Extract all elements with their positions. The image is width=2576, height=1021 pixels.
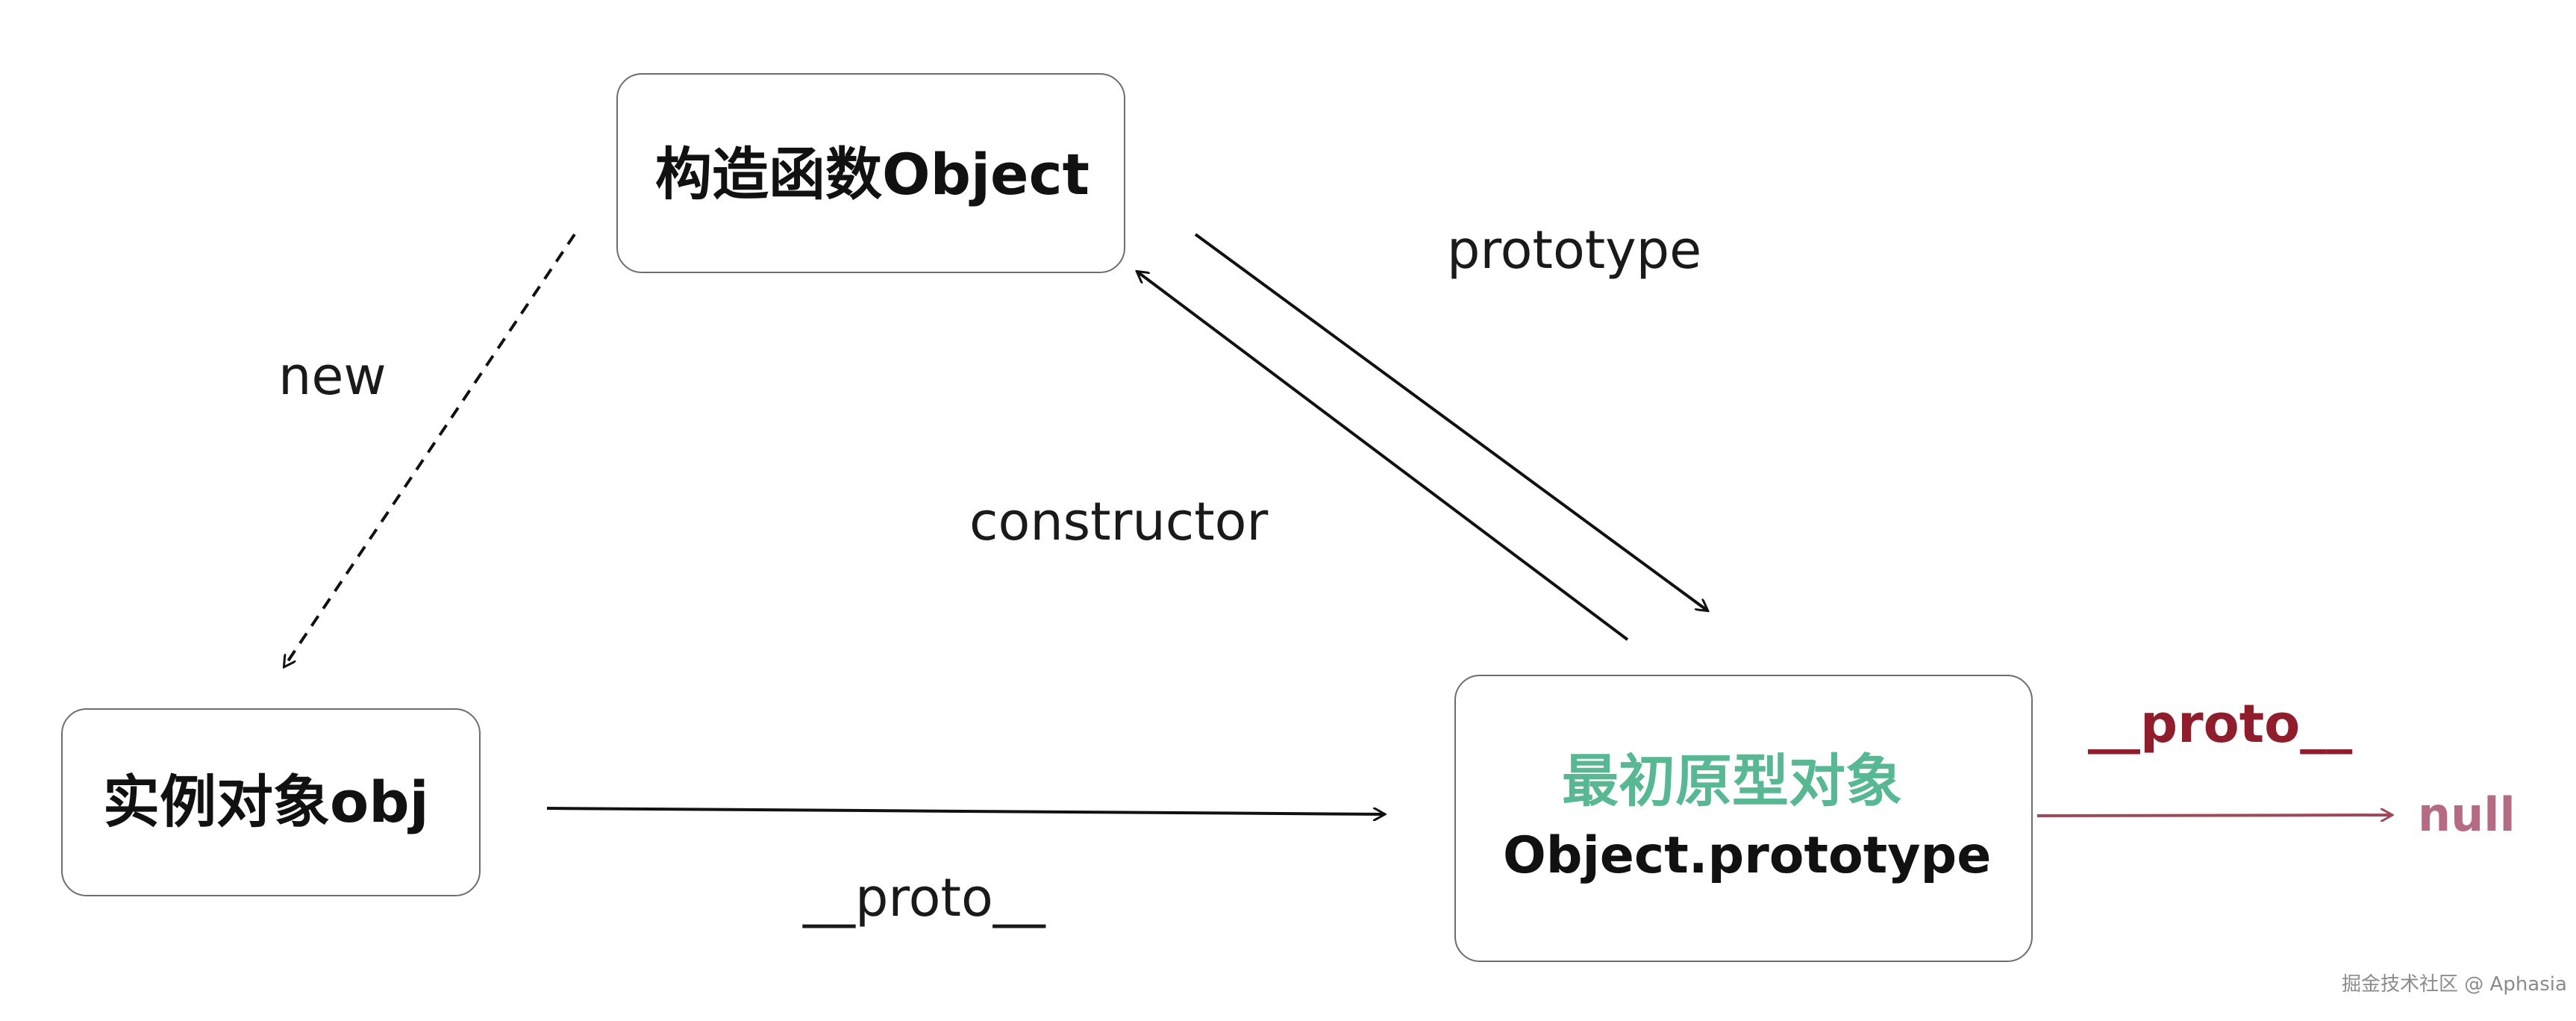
instance-obj-node (61, 708, 481, 896)
obj-proto-edge-label: __proto__ (803, 867, 1045, 928)
constructor-arrow (1137, 272, 1629, 641)
constructor-object-label: 构造函数Object (655, 141, 1090, 207)
constructor-edge-label: constructor (969, 491, 1269, 552)
constructor-object-node (616, 73, 1125, 273)
new-edge-label: new (278, 346, 387, 407)
original-prototype-node (1454, 675, 2033, 962)
watermark-text: 掘金技术社区 @ Aphasia (2342, 973, 2567, 996)
original-prototype-title: 最初原型对象 (1562, 748, 1902, 814)
prototype-proto-edge-label: __proto__ (2088, 693, 2353, 755)
object-prototype-label: Object.prototype (1503, 826, 1992, 885)
instance-obj-label: 实例对象obj (103, 769, 429, 835)
prototype-arrow (1194, 233, 1707, 611)
prototype-edge-label: prototype (1447, 219, 1702, 281)
null-node-label: null (2418, 787, 2516, 842)
new-dashed-arrow (284, 233, 576, 666)
obj-proto-arrow (546, 807, 1384, 814)
prototype-proto-arrow (2036, 815, 2392, 816)
